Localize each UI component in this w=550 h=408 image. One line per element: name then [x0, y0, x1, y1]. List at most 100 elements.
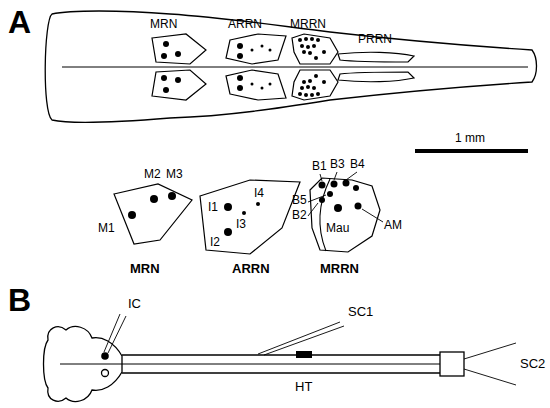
mirrored-regions: [152, 70, 414, 100]
region-name: ARRN: [228, 18, 262, 32]
callout-label: M3: [166, 168, 183, 182]
neuron-dot: [300, 86, 304, 90]
neuron-dot: [300, 44, 304, 48]
neuron-dot: [251, 49, 254, 52]
region-shape: [110, 182, 196, 248]
neuron-dot: [306, 45, 310, 49]
neuron-dot: [322, 80, 326, 84]
callout-label: 1 mm: [455, 132, 485, 146]
neuron-dot: [161, 75, 167, 81]
region-outline: [114, 184, 192, 244]
neuron-dot: [331, 181, 338, 188]
region-outline: [226, 70, 286, 100]
neuron-dot: [314, 74, 318, 78]
neuron-dot: [310, 93, 314, 97]
callout-label: Mau: [326, 222, 349, 236]
contralateral-region: [338, 72, 414, 82]
neuron-dot: [237, 53, 243, 59]
neuron-dot: [316, 38, 320, 42]
region-outline: [338, 72, 414, 82]
callout-label: I3: [236, 218, 246, 232]
neuron-dot: [327, 191, 333, 197]
brainstem-region: ARRN: [224, 32, 288, 66]
brainstem-outline: [45, 11, 536, 122]
neuron-dot: [261, 45, 264, 48]
neuron-dot: [308, 51, 312, 55]
neuron-dot: [334, 204, 342, 212]
neuron-dot: [161, 53, 167, 59]
callout-label: AM: [384, 219, 402, 233]
region-name: MRN: [150, 18, 177, 32]
region-outline: [292, 34, 338, 64]
neuron-dot: [312, 86, 316, 90]
neuron-dot: [163, 87, 169, 93]
neuron-dot: [319, 182, 326, 189]
neuron-dot: [269, 83, 272, 86]
callout-label: IC: [128, 297, 141, 312]
region-outline: [226, 34, 286, 64]
callout-label: I1: [208, 201, 218, 215]
neuron-dot: [237, 85, 243, 91]
neuron-dot: [312, 44, 316, 48]
region-outline: [152, 70, 206, 100]
region-shape: [336, 50, 416, 64]
midline: [62, 67, 528, 68]
callout-label: I2: [210, 236, 220, 250]
callout-label: SC2: [520, 357, 545, 372]
region-shape: [308, 176, 384, 254]
region-name: MRRN: [320, 262, 359, 277]
neuron-dot: [269, 49, 272, 52]
neuron-dot: [256, 202, 260, 206]
panel-letter: A: [8, 4, 31, 41]
ht-marker: [296, 351, 312, 358]
neuron-dot: [298, 92, 302, 96]
neuron-dot: [261, 87, 264, 90]
neuron-dot: [251, 83, 254, 86]
region-shape: [290, 32, 340, 66]
callout-label: B2: [292, 209, 307, 223]
neuron-dot: [304, 37, 308, 41]
region-outline: [152, 34, 206, 64]
neuron-dot: [224, 228, 232, 236]
neuron-dot: [308, 79, 312, 83]
neuron-dot: [306, 85, 310, 89]
neuron-dot: [319, 197, 325, 203]
callout-label: B5: [292, 194, 307, 208]
brainstem-region: MRRN: [290, 32, 340, 66]
callout-label: B1: [312, 160, 327, 174]
region-name: PRRN: [358, 33, 392, 47]
cns-schematic: [44, 314, 517, 401]
neuron-dot: [175, 51, 181, 57]
neuron-dot: [237, 75, 243, 81]
region-name: ARRN: [232, 262, 270, 277]
neuron-dot: [224, 203, 232, 211]
neuron-dot: [237, 43, 243, 49]
panel-letter: B: [8, 282, 31, 319]
neuron-dot: [343, 180, 350, 187]
region-outline: [338, 52, 414, 62]
region-name: MRRN: [290, 18, 326, 32]
subregion-outline: [320, 179, 330, 251]
region-shape: [148, 32, 208, 66]
neuron-dot: [304, 93, 308, 97]
brainstem-region: MRN: [110, 182, 196, 248]
neuron-dot: [353, 185, 359, 191]
contralateral-region: [226, 70, 286, 100]
callout-label: M2: [144, 168, 161, 182]
neuron-dot: [310, 37, 314, 41]
contralateral-region: [292, 70, 338, 100]
region-name: MRN: [130, 262, 160, 277]
callout-label: B3: [330, 158, 345, 172]
region-outline: [200, 180, 300, 254]
neuron-dot: [316, 92, 320, 96]
contralateral-region: [152, 70, 206, 100]
neuron-dot: [298, 38, 302, 42]
region-outline: [310, 178, 380, 252]
neuron-dot: [168, 192, 176, 200]
neuron-dot: [242, 211, 246, 215]
neuron-dot: [175, 77, 181, 83]
neuron-dot: [314, 56, 318, 60]
neuron-dot: [163, 41, 169, 47]
